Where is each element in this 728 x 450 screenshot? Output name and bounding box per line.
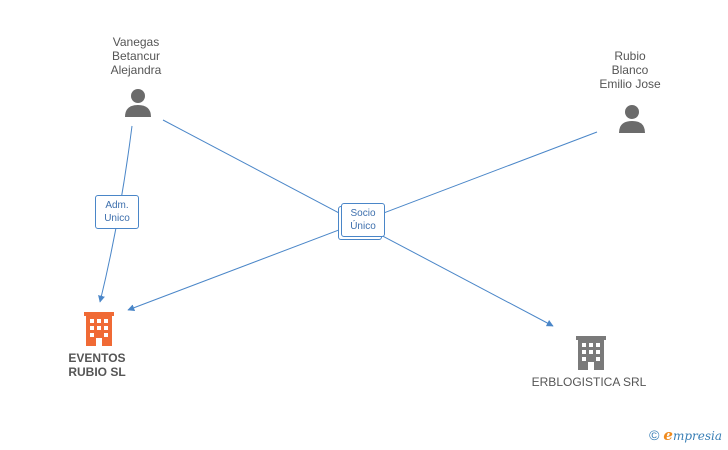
empresia-watermark: © empresia (649, 426, 722, 444)
empresia-logo: empresia (663, 426, 722, 444)
person-icon[interactable] (619, 105, 645, 133)
copyright-icon: © (649, 427, 660, 443)
person-icon[interactable] (125, 89, 151, 117)
person-name-vanegas[interactable]: Vanegas Betancur Alejandra (110, 35, 162, 77)
company-name-erblogistica[interactable]: ERBLOGISTICA SRL (531, 375, 647, 389)
building-icon[interactable] (84, 312, 114, 346)
edge-label-socio-unico: Socio Único (341, 203, 385, 237)
building-icon[interactable] (576, 336, 606, 370)
company-name-eventos[interactable]: EVENTOS RUBIO SL (68, 351, 126, 379)
person-name-rubio[interactable]: Rubio Blanco Emilio Jose (599, 49, 661, 91)
edge-label-adm-unico: Adm. Unico (95, 195, 139, 229)
